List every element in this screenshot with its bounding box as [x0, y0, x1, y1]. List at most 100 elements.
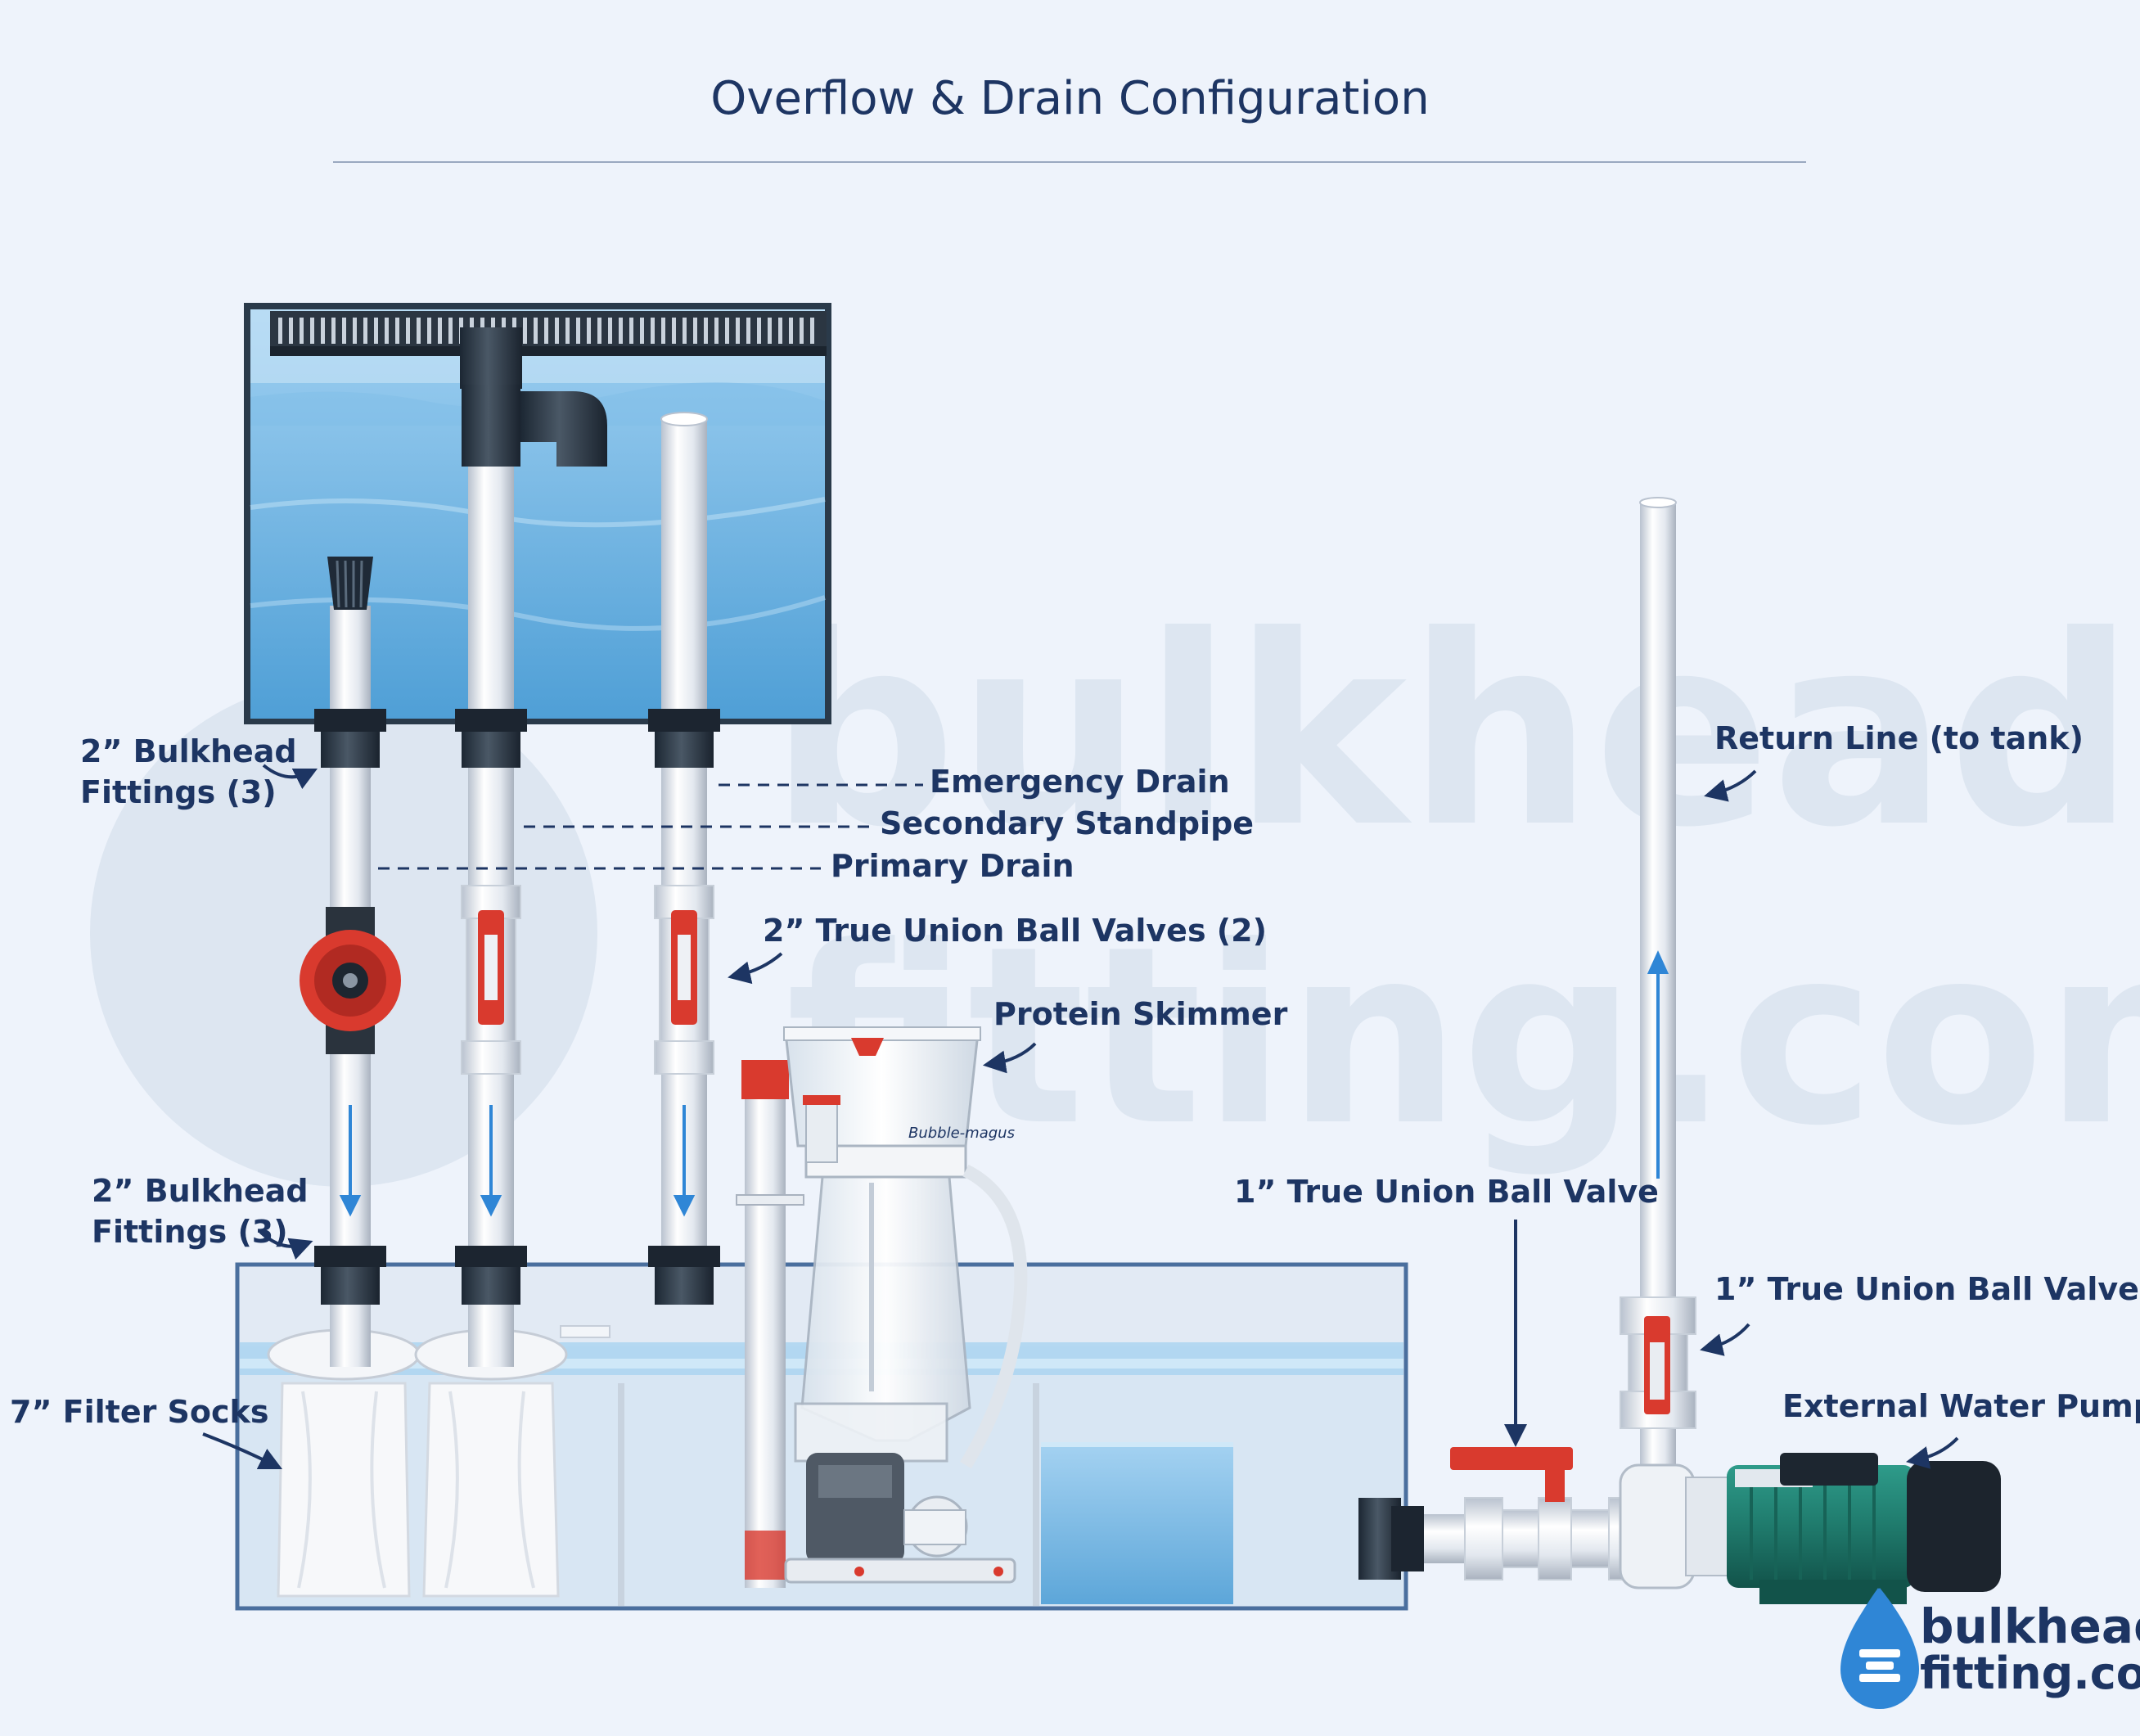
comb-tooth	[619, 318, 623, 344]
comb-tooth	[385, 318, 389, 344]
comb-tooth	[651, 318, 655, 344]
bulkhead-top-3	[648, 709, 720, 768]
comb-tooth	[683, 318, 687, 344]
bulkheads-bottom	[314, 1246, 720, 1305]
title-divider	[333, 161, 1806, 163]
comb-tooth	[629, 318, 633, 344]
comb-tooth	[406, 318, 410, 344]
ball-valves-2in	[461, 885, 714, 1075]
filter-sock-1	[267, 1328, 421, 1598]
comb-tooth	[597, 318, 601, 344]
elbow-fitting	[520, 391, 607, 467]
label-ball-valve-1in-sump: 1” True Union Ball Valve	[1234, 1174, 1659, 1210]
comb-tooth	[363, 318, 367, 344]
label-return-line: Return Line (to tank)	[1714, 720, 2084, 756]
comb-tooth	[523, 318, 527, 344]
flow-arrows-down	[339, 1105, 696, 1217]
sump-outlet	[1358, 1498, 1481, 1580]
arrow-return-line	[1704, 769, 1757, 802]
label-external-pump: External Water Pump	[1782, 1388, 2140, 1424]
display-tank	[244, 303, 831, 724]
comb-tooth	[278, 318, 282, 344]
bulkhead-top-1	[314, 709, 386, 768]
comb-tooth	[353, 318, 357, 344]
comb-tooth	[417, 318, 421, 344]
comb-tooth	[672, 318, 676, 344]
skimmer-brand: Bubble-magus	[908, 1125, 1015, 1142]
arrow-ball-valves	[728, 952, 783, 985]
comb-tooth	[704, 318, 708, 344]
comb-tooth	[289, 318, 293, 344]
arrow-return-valve	[1700, 1323, 1750, 1356]
comb-tooth	[576, 318, 580, 344]
arrow-bulkhead-top	[262, 764, 318, 790]
logo-line1: bulkhead	[1920, 1598, 2140, 1654]
protein-skimmer: Bubble-magus	[736, 1026, 1028, 1588]
comb-tooth	[608, 318, 612, 344]
label-ball-valves-2in: 2” True Union Ball Valves (2)	[763, 913, 1267, 949]
watermark-line2: fitting.com	[786, 894, 2140, 1179]
label-bulkhead-top: 2” Bulkhead Fittings (3)	[80, 731, 297, 813]
arrow-skimmer	[982, 1042, 1037, 1074]
comb-tooth	[374, 318, 378, 344]
comb-tooth	[395, 318, 399, 344]
leader-lines	[378, 783, 923, 870]
comb-tooth	[736, 318, 740, 344]
comb-tooth	[448, 318, 453, 344]
label-bulkhead-bottom-line2: Fittings (3)	[92, 1214, 288, 1250]
ball-valve-2in-1	[461, 885, 521, 1075]
logo: bulkhead fitting.com	[1920, 1603, 2140, 1698]
comb-tooth	[768, 318, 772, 344]
label-secondary-standpipe: Secondary Standpipe	[880, 805, 1255, 841]
comb-tooth	[789, 318, 793, 344]
watermark-line1: bulkhead	[769, 580, 2135, 885]
label-bulkhead-top-line1: 2” Bulkhead	[80, 733, 297, 769]
comb-tooth	[810, 318, 814, 344]
external-pump	[1619, 1453, 2001, 1604]
page-title: Overflow & Drain Configuration	[710, 72, 1430, 125]
label-emergency-drain: Emergency Drain	[930, 764, 1230, 800]
comb-tooth	[725, 318, 729, 344]
comb-tooth	[693, 318, 697, 344]
comb-tooth	[800, 318, 804, 344]
comb-tooth	[300, 318, 304, 344]
ball-valve-2in-2	[654, 885, 714, 1075]
logo-icon	[1840, 1588, 1919, 1709]
label-protein-skimmer: Protein Skimmer	[993, 996, 1288, 1032]
filter-sock-2	[414, 1328, 568, 1598]
return-line	[1639, 497, 1677, 1473]
arrow-sump-valve	[1504, 1220, 1527, 1447]
logo-line2: fitting.com	[1920, 1648, 2140, 1699]
comb-tooth	[321, 318, 325, 344]
callout-arrows	[202, 764, 1959, 1470]
comb-tooth	[757, 318, 761, 344]
label-bulkhead-top-line2: Fittings (3)	[80, 774, 277, 810]
comb-tooth	[746, 318, 750, 344]
label-bulkhead-bottom: 2” Bulkhead Fittings (3)	[92, 1170, 309, 1252]
comb-tooth	[565, 318, 570, 344]
comb-tooth	[342, 318, 346, 344]
label-ball-valve-1in-return: 1” True Union Ball Valve	[1714, 1271, 2139, 1307]
comb-tooth	[661, 318, 665, 344]
arrow-bulkhead-bottom	[259, 1230, 313, 1260]
comb-tooth	[331, 318, 336, 344]
comb-tooth	[534, 318, 538, 344]
comb-tooth	[427, 318, 431, 344]
comb-tooth	[544, 318, 548, 344]
label-filter-socks: 7” Filter Socks	[10, 1394, 269, 1430]
arrow-pump	[1905, 1436, 1959, 1469]
arrow-filter-socks	[202, 1432, 283, 1470]
comb-tooth	[778, 318, 782, 344]
comb-tooth	[714, 318, 719, 344]
label-primary-drain: Primary Drain	[831, 848, 1075, 884]
ball-valve-1in-return	[1620, 1296, 1696, 1429]
bulkheads-top	[314, 709, 720, 768]
label-bulkhead-bottom-line1: 2” Bulkhead	[92, 1173, 309, 1209]
comb-tooth	[438, 318, 442, 344]
comb-tooth	[640, 318, 644, 344]
bulkhead-top-2	[455, 709, 527, 768]
gate-valve	[300, 907, 401, 1054]
filter-socks	[267, 1328, 568, 1598]
comb-tooth	[587, 318, 591, 344]
